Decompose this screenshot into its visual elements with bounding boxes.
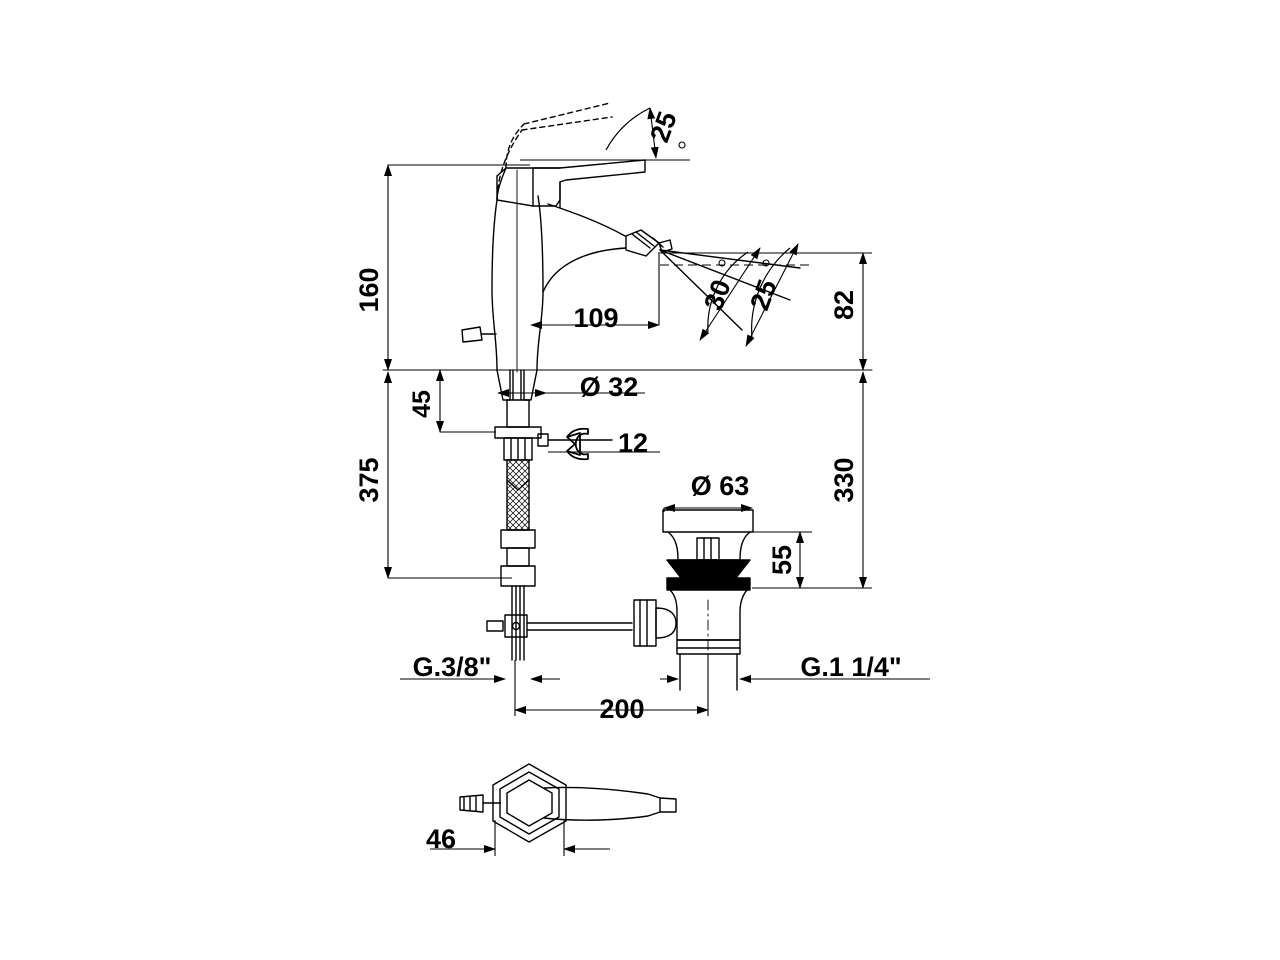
dimension-labels: 160 375 45 109 Ø 32 12 Ø 63 55 82 330 20… bbox=[354, 108, 902, 854]
dim-375: 375 bbox=[354, 457, 384, 502]
dim-160: 160 bbox=[354, 267, 384, 312]
dim-330: 330 bbox=[829, 457, 859, 502]
dim-angle-25-spout: 25 bbox=[644, 108, 682, 146]
dimension-lines bbox=[384, 107, 930, 856]
dim-55: 55 bbox=[767, 545, 797, 575]
label-drain-thread: G.1 1/4" bbox=[800, 652, 901, 682]
label-supply-thread: G.3/8" bbox=[413, 652, 492, 682]
dim-46: 46 bbox=[426, 824, 456, 854]
dim-angle-25-spray: 25 bbox=[744, 276, 782, 314]
dim-82: 82 bbox=[829, 290, 859, 320]
dim-angle-30-spray: 30 bbox=[698, 276, 736, 314]
dim-109: 109 bbox=[573, 303, 618, 333]
dim-200: 200 bbox=[599, 694, 644, 724]
dim-wrench-12: 12 bbox=[618, 428, 648, 458]
dim-diameter-63: Ø 63 bbox=[691, 471, 750, 501]
dim-45: 45 bbox=[408, 390, 436, 418]
dim-diameter-32: Ø 32 bbox=[580, 372, 639, 402]
wrench-icon bbox=[566, 427, 589, 461]
handle-top-view-outline bbox=[459, 763, 677, 843]
degree-symbols bbox=[678, 141, 770, 267]
